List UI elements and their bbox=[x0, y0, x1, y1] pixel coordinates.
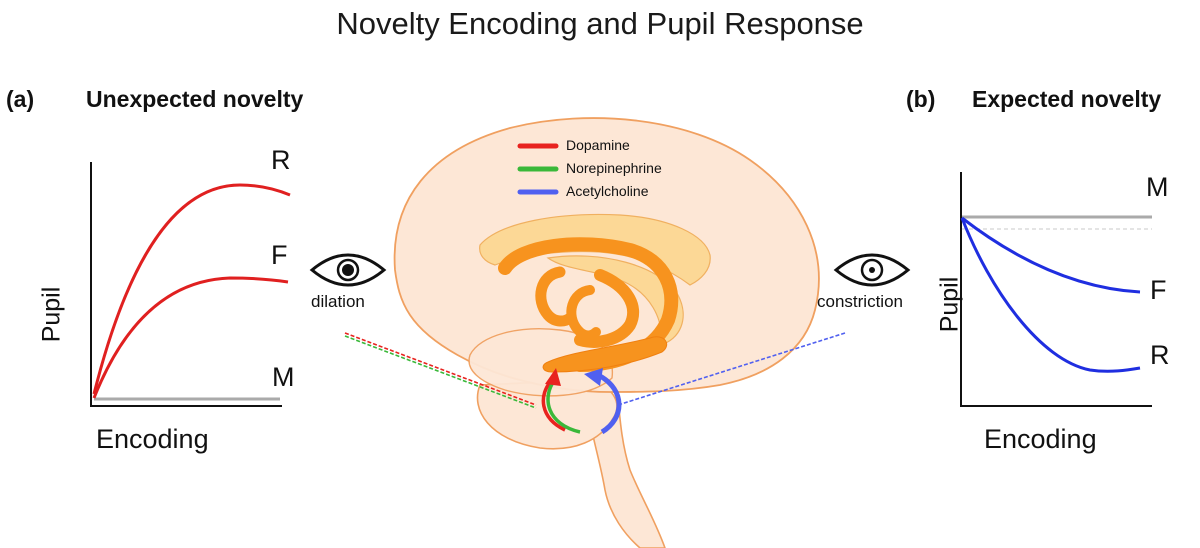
legend bbox=[517, 143, 559, 195]
panel-b-curve-label-m: M bbox=[1146, 172, 1169, 202]
panel-a-heading: Unexpected novelty bbox=[86, 86, 304, 112]
projection-line-left-red bbox=[344, 332, 537, 406]
limbic-hook-left bbox=[535, 266, 576, 327]
legend-label-norepinephrine: Norepinephrine bbox=[566, 160, 662, 176]
panel-a-y-axis-label: Pupil bbox=[37, 286, 66, 343]
eye-icon-dilation bbox=[309, 253, 387, 287]
panel-b-curve-r bbox=[960, 217, 1141, 373]
limbic-hook-mid bbox=[566, 285, 601, 341]
diagram-title: Novelty Encoding and Pupil Response bbox=[336, 6, 864, 41]
dopamine-arrowhead bbox=[545, 368, 561, 386]
panel-b-curve-label-f: F bbox=[1150, 275, 1167, 305]
hippocampus-body bbox=[542, 336, 668, 373]
panel-b-curve-label-r: R bbox=[1150, 340, 1170, 370]
panel-a-curve-label-m: M bbox=[272, 362, 295, 392]
projection-line-right-blue bbox=[617, 332, 846, 406]
panel-b-tag: (b) bbox=[906, 86, 936, 112]
acetylcholine-arrowhead bbox=[584, 368, 603, 386]
projection-line-left-green bbox=[344, 335, 537, 409]
temporal-lobe bbox=[468, 328, 614, 397]
panel-a-tag: (a) bbox=[6, 86, 35, 112]
panel-a-x-axis-label: Encoding bbox=[96, 424, 209, 454]
brainstem bbox=[584, 394, 666, 548]
panel-a-curve-r bbox=[92, 183, 291, 395]
panel-b-plot bbox=[960, 172, 1152, 407]
legend-label-dopamine: Dopamine bbox=[566, 137, 630, 153]
panel-b-curve-f bbox=[961, 216, 1141, 294]
legend-label-acetylcholine: Acetylcholine bbox=[566, 183, 649, 199]
constriction-label: constriction bbox=[817, 292, 903, 311]
panel-b-x-axis-label: Encoding bbox=[984, 424, 1097, 454]
brain-illustration bbox=[344, 117, 846, 548]
limbic-arc-inner bbox=[574, 269, 640, 348]
panel-b-y-axis-label: Pupil bbox=[935, 276, 964, 333]
panel-a-curve-label-f: F bbox=[271, 240, 288, 270]
panel-a-plot bbox=[90, 162, 291, 407]
dilation-label: dilation bbox=[311, 292, 365, 311]
panel-a-curve-f bbox=[92, 276, 289, 399]
eye-icon-constriction bbox=[833, 253, 911, 287]
panel-a-curve-label-r: R bbox=[271, 145, 291, 175]
panel-b-heading: Expected novelty bbox=[972, 86, 1162, 112]
